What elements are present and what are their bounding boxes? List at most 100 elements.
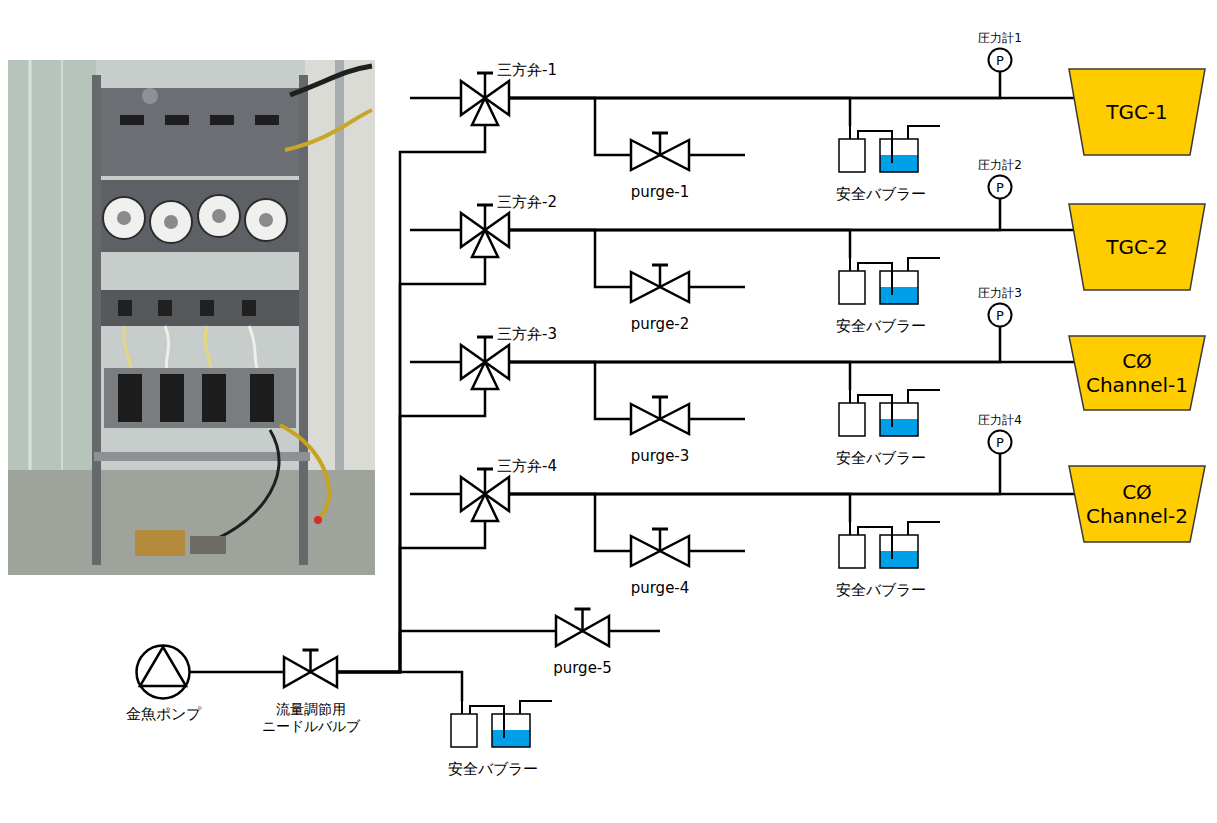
three-way-valve: 三方弁-4 (460, 466, 510, 522)
bubbler-unit (160, 374, 184, 422)
symbol-line (484, 73, 487, 98)
pressure-gauge: 圧力計1P (987, 47, 1013, 73)
pump-symbol: 金魚ポンプ (135, 644, 191, 700)
bubbler-label: 安全バブラー (836, 317, 926, 335)
symbol-shape (583, 616, 610, 646)
gas-pipe (338, 522, 485, 672)
photo-cable (285, 110, 372, 150)
three-way-valve: 三方弁-3 (460, 334, 510, 390)
bubbler-outlet (908, 522, 940, 535)
bubbler-jar (839, 535, 865, 568)
symbol-line (849, 521, 851, 535)
detector-label: CØ Channel-2 (1081, 480, 1193, 528)
pipe-stubs (410, 98, 745, 631)
gauge-label: 圧力計3 (978, 286, 1022, 300)
rack-panel (101, 290, 299, 326)
valve-outline (630, 394, 690, 444)
valve-outline (630, 262, 690, 312)
gauge-circle (989, 304, 1012, 327)
bubbler-outlet (908, 390, 940, 403)
gas-pipe (510, 493, 1074, 496)
detector-outline (1069, 466, 1205, 542)
photo-cable (280, 425, 329, 520)
bubbler-water (492, 730, 530, 747)
flow-meter (165, 115, 189, 125)
symbol-shape (660, 536, 689, 566)
bubbler-outlet (908, 126, 940, 139)
detector-box: CØ Channel-1 (1068, 335, 1206, 411)
photo-beaker (135, 530, 185, 556)
rack-panel (101, 180, 299, 252)
valve-label: 三方弁-4 (497, 457, 557, 475)
gas-pipe (510, 361, 1073, 364)
symbol-shape (660, 404, 689, 434)
three-way-valve: 三方弁-2 (460, 202, 510, 258)
detector-box: TGC-1 (1068, 68, 1206, 156)
purge-outlet (690, 154, 745, 157)
bubbler-label: 安全バブラー (836, 581, 926, 599)
gas-pipe (510, 494, 630, 551)
gauge-label: 圧力計4 (978, 413, 1022, 427)
bubbler-tube (858, 131, 892, 163)
bubbler-tube (858, 395, 892, 427)
pressure-gauge: 圧力計2P (987, 174, 1013, 200)
valve-label: 流量調節用 ニードルバルブ (255, 701, 367, 735)
rack-fitting (158, 300, 172, 316)
photo-cable (200, 430, 279, 545)
bubbler-water (880, 419, 918, 436)
gas-pipe (338, 258, 485, 672)
bubbler-jar (839, 271, 865, 304)
symbol-shape (472, 98, 498, 125)
symbol-line (659, 265, 662, 287)
gas-pipe (510, 230, 850, 257)
gauge-dial (245, 199, 287, 241)
detector-label: CØ Channel-1 (1081, 349, 1193, 397)
gauge-letter: P (996, 54, 1004, 67)
bubbler-unit (250, 374, 274, 422)
bubbler-jar (839, 139, 865, 172)
symbol-line (849, 125, 851, 139)
valve-label: 三方弁-1 (497, 61, 557, 79)
gas-pipe (510, 97, 1073, 100)
gas-pipe (510, 328, 1000, 362)
flow-meter (120, 115, 144, 125)
safety-bubbler-outline (838, 125, 923, 173)
safety-bubbler: 安全バブラー (838, 257, 923, 305)
purge-outlet (610, 630, 660, 633)
photo-clip (314, 516, 322, 524)
safety-bubbler: 安全バブラー (450, 700, 535, 748)
flow-meter (210, 115, 234, 125)
symbol-shape (631, 536, 660, 566)
symbol-line (477, 468, 493, 471)
gauge-letter: P (996, 309, 1004, 322)
gas-pipe (191, 671, 283, 674)
gauge-hub (164, 215, 178, 229)
valve: purge-4 (630, 526, 690, 576)
symbol-line (581, 609, 584, 631)
pump-label: 金魚ポンプ (126, 705, 201, 723)
symbol-line (477, 72, 493, 75)
valve: 流量調節用 ニードルバルブ (283, 647, 338, 697)
symbol-shape (631, 272, 660, 302)
bubbler-tube (858, 527, 892, 559)
symbol-line (477, 336, 493, 339)
rack-fitting (242, 300, 256, 316)
symbol-line (659, 529, 662, 551)
gas-pipe (510, 362, 850, 389)
valve-label: 三方弁-2 (497, 193, 557, 211)
gauge-dial (103, 197, 145, 239)
pump-symbol-outline (135, 644, 191, 700)
gas-pipe (510, 229, 1073, 232)
valve-label: purge-5 (553, 659, 612, 677)
gas-pipe (338, 672, 462, 700)
rack-panel (104, 368, 296, 428)
valve-label: purge-4 (631, 579, 690, 597)
symbol-shape (631, 404, 660, 434)
pipe-stub (410, 361, 460, 364)
valve: purge-2 (630, 262, 690, 312)
bubbler-label: 安全バブラー (836, 449, 926, 467)
detector-outline (1069, 204, 1205, 290)
valve: purge-5 (555, 606, 610, 656)
bubbler-jar (880, 403, 918, 436)
